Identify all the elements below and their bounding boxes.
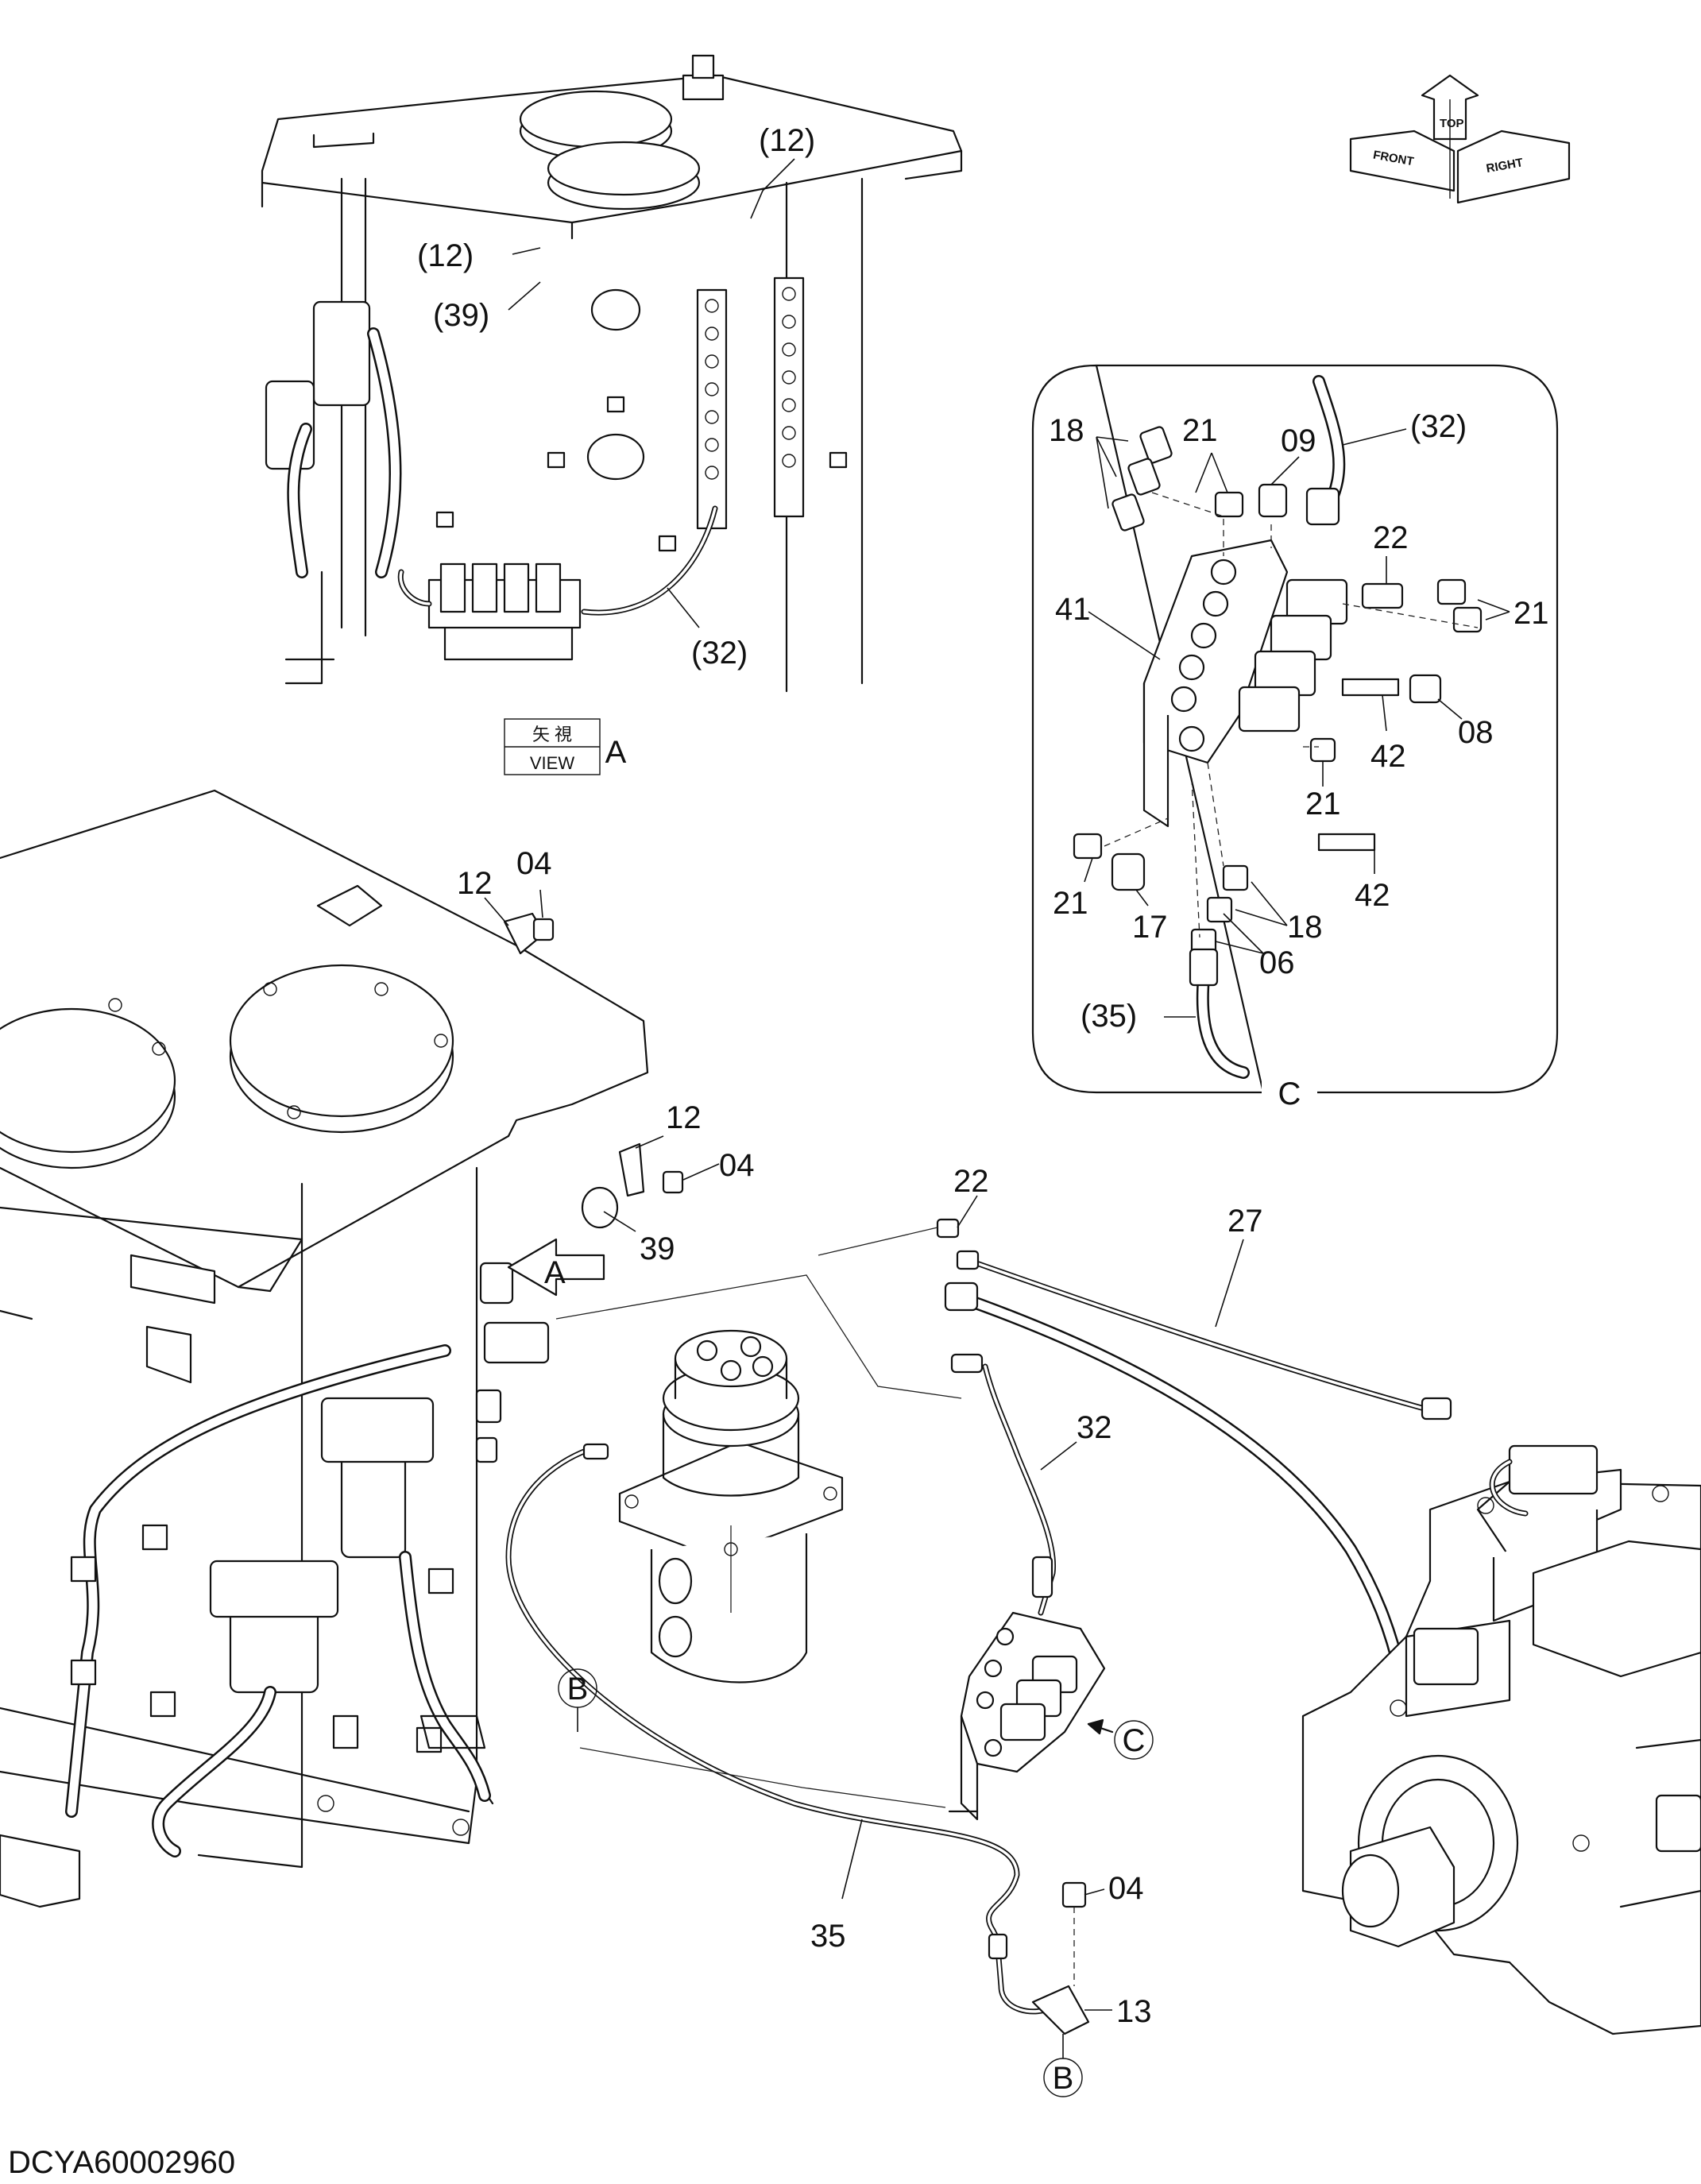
- label-c-06: 06: [1259, 945, 1295, 980]
- label-main-04-bottom: 04: [1108, 1871, 1144, 1906]
- detail-c-frame: C: [1031, 364, 1559, 1111]
- label-c-18-top: 18: [1049, 413, 1084, 448]
- label-main-12-upper: 12: [457, 866, 493, 901]
- view-a-arrow-letter: A: [544, 1255, 566, 1290]
- label-c-35: (35): [1081, 999, 1137, 1034]
- main-hydraulic-tank: [0, 789, 649, 1908]
- label-view-a-12-top: (12): [759, 123, 815, 158]
- label-main-27: 27: [1227, 1204, 1263, 1239]
- orientation-top: TOP: [1440, 117, 1464, 130]
- main-clip-12-upper: [503, 912, 555, 955]
- label-c-42-lower: 42: [1355, 878, 1390, 913]
- main-solenoid-valve-block: [948, 1611, 1106, 1821]
- label-main-32: 32: [1077, 1410, 1112, 1445]
- callout-b-lower: B: [1043, 2034, 1083, 2097]
- callout-b-lower-letter: B: [1053, 2061, 1074, 2096]
- detail-c-letter: C: [1278, 1077, 1301, 1111]
- label-c-18-lower: 18: [1287, 910, 1323, 945]
- label-main-04-upper: 04: [516, 846, 552, 881]
- main-clip-12-lower: [581, 1142, 684, 1229]
- fitting-22-main: [936, 1218, 960, 1239]
- hose-32-upper-fitting: [950, 1353, 984, 1374]
- label-main-22: 22: [953, 1164, 989, 1199]
- document-code: DCYA60002960: [8, 2145, 235, 2180]
- callout-c-letter: C: [1123, 1723, 1146, 1758]
- hose-35-lower-fitting: [988, 1933, 1008, 1960]
- detail-c-callout: C: [1087, 1718, 1154, 1760]
- label-main-12-lower: 12: [666, 1100, 702, 1135]
- view-a-arrow-icon: A: [507, 1238, 605, 1297]
- label-c-09: 09: [1281, 423, 1316, 458]
- label-main-35: 35: [810, 1919, 846, 1954]
- label-main-13: 13: [1116, 1994, 1152, 2029]
- label-c-32: (32): [1410, 409, 1467, 444]
- label-view-a-32: (32): [691, 636, 748, 671]
- view-a-title-box: 矢 視 VIEW A: [504, 718, 627, 775]
- label-c-22: 22: [1373, 520, 1409, 555]
- label-c-41: 41: [1055, 592, 1091, 627]
- hose-32-lower-fitting: [1031, 1556, 1053, 1598]
- orientation-arrow-icon: FRONT RIGHT TOP: [1349, 74, 1571, 204]
- view-a-view-text: VIEW: [530, 753, 574, 773]
- callout-b-upper-letter: B: [567, 1672, 589, 1707]
- label-main-04-lower: 04: [719, 1148, 755, 1183]
- label-c-42-upper: 42: [1370, 739, 1406, 774]
- label-main-39: 39: [640, 1231, 675, 1266]
- label-c-21-top: 21: [1182, 413, 1218, 448]
- detail-c-valve-block: [1073, 375, 1483, 1079]
- label-c-21-right: 21: [1514, 596, 1549, 631]
- label-view-a-39: (39): [433, 298, 489, 333]
- view-a-letter: A: [605, 735, 627, 770]
- main-swivel-joint: [618, 1329, 844, 1683]
- label-c-21-left: 21: [1053, 886, 1088, 921]
- hose-35-upper-fitting: [582, 1443, 609, 1460]
- label-c-21-mid: 21: [1305, 787, 1341, 821]
- view-a-kanji: 矢 視: [532, 725, 572, 744]
- view-a-tank-drawing: [261, 54, 963, 693]
- label-c-08: 08: [1458, 715, 1494, 750]
- label-view-a-12-left: (12): [417, 238, 474, 273]
- label-c-17: 17: [1132, 910, 1168, 945]
- clamp-13: [1031, 1985, 1090, 2035]
- callout-b-upper: B: [558, 1668, 597, 1732]
- main-hydraulic-pump: [1301, 1444, 1701, 2035]
- bolt-04-lower: [1061, 1881, 1087, 1908]
